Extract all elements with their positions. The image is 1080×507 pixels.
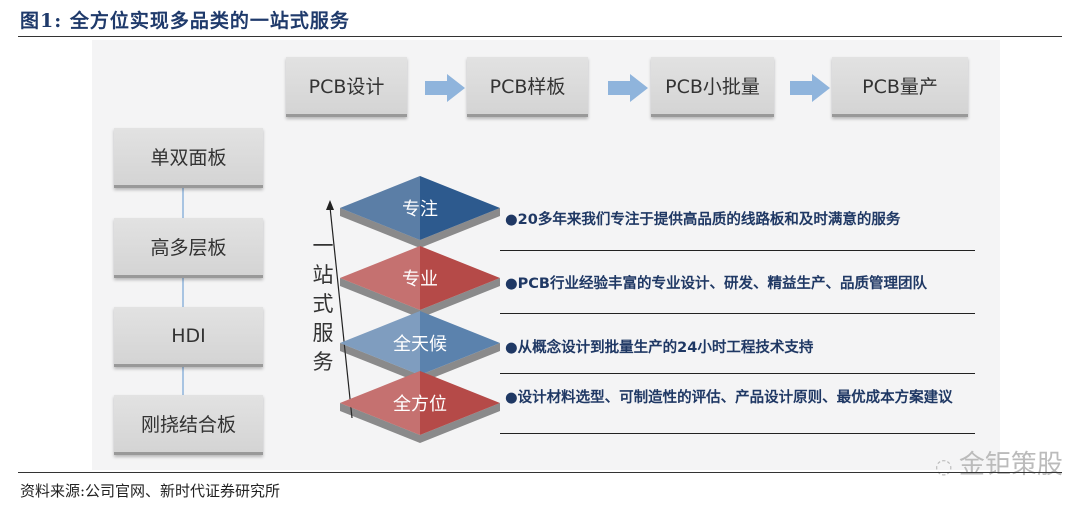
- layer-text-professional: ●PCB行业经验丰富的专业设计、研发、精益生产、品质管理团队: [505, 276, 927, 292]
- up-arrow-head: [326, 200, 334, 210]
- bottom-rule: [18, 472, 1062, 473]
- flow-arrows: [425, 74, 830, 102]
- watermark-text: 金钜策股: [958, 450, 1063, 480]
- diamond-highlight: [340, 371, 420, 435]
- layer-label-professional: 专业: [402, 269, 438, 290]
- arrow-icon: [790, 74, 830, 102]
- divider: [500, 373, 975, 374]
- source-note: 资料来源:公司官网、新时代证券研究所: [20, 482, 281, 500]
- product-rigid-flex: 刚挠结合板: [114, 395, 263, 455]
- flow-step-small-batch: PCB小批量: [651, 57, 774, 117]
- diamond-highlight: [340, 311, 420, 375]
- arrow-icon: [608, 74, 648, 102]
- wechat-icon: ◌: [935, 454, 959, 478]
- layer-text-all-round: ●设计材料选型、可制造性的评估、产品设计原则、最优成本方案建议: [505, 390, 953, 406]
- divider: [500, 313, 975, 314]
- figure-title: 图1: 全方位实现多品类的一站式服务: [20, 10, 350, 32]
- layer-text-all-weather: ●从概念设计到批量生产的24小时工程技术支持: [505, 340, 814, 356]
- flow-step-sample: PCB样板: [467, 57, 588, 117]
- layer-label-all-weather: 全天候: [393, 334, 447, 355]
- up-arrow-line: [329, 206, 353, 419]
- arrow-icon: [425, 74, 465, 102]
- diamond-professional: [340, 246, 500, 310]
- diamond-all-round: [340, 371, 500, 435]
- diamond-highlight: [340, 246, 420, 310]
- top-rule: [18, 36, 1062, 37]
- product-hdi: HDI: [114, 307, 263, 367]
- diamond-highlight: [340, 176, 420, 240]
- flow-step-design: PCB设计: [286, 57, 407, 117]
- diamond-all-weather: [340, 311, 500, 375]
- layer-text-focus: ●20多年来我们专注于提供高品质的线路板和及时满意的服务: [505, 212, 901, 228]
- product-single-double: 单双面板: [114, 128, 263, 188]
- one-stop-service-label: 一站式服务: [312, 234, 334, 374]
- diamond-focus: [340, 176, 500, 240]
- layer-label-all-round: 全方位: [393, 394, 447, 415]
- layer-diamonds: [340, 176, 500, 443]
- watermark: ◌ 金钜策股: [935, 444, 1063, 481]
- layer-label-focus: 专注: [402, 199, 438, 220]
- flow-step-mass-production: PCB量产: [832, 57, 968, 117]
- divider: [500, 250, 975, 251]
- divider: [500, 433, 975, 434]
- product-multilayer: 高多层板: [114, 218, 263, 278]
